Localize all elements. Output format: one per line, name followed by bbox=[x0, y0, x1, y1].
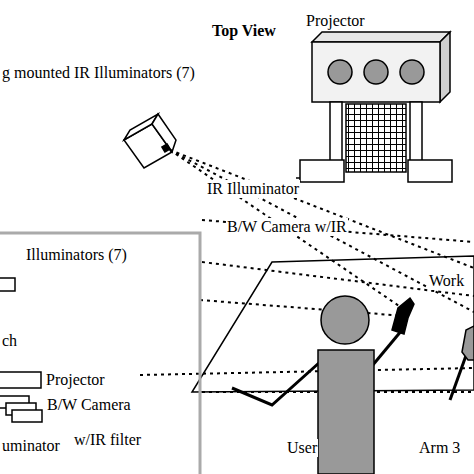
top-view-projector bbox=[296, 32, 452, 182]
part-label: Arm 3 bbox=[418, 439, 461, 457]
user-figure bbox=[232, 296, 414, 474]
ir-beams bbox=[140, 150, 474, 392]
part-label: uminator bbox=[2, 437, 60, 455]
part-label: g mounted IR Illuminators (7) bbox=[2, 64, 195, 82]
part-label: Projector bbox=[306, 12, 365, 30]
view-heading: Top View bbox=[212, 22, 276, 40]
ceiling-ir-illuminator bbox=[124, 114, 176, 168]
part-label: Projector bbox=[46, 371, 105, 389]
arm-figure bbox=[450, 326, 474, 400]
part-label: B/W Camera w/IR bbox=[226, 218, 348, 236]
part-label: Illuminators (7) bbox=[26, 246, 127, 264]
part-label: IR Illuminator bbox=[206, 180, 300, 198]
part-label: ch bbox=[2, 332, 17, 350]
part-label: w/IR filter bbox=[74, 431, 141, 449]
inset-view bbox=[0, 233, 200, 474]
part-label: User bbox=[286, 439, 318, 457]
part-label: Work bbox=[428, 272, 465, 290]
part-label: B/W Camera bbox=[46, 396, 132, 414]
